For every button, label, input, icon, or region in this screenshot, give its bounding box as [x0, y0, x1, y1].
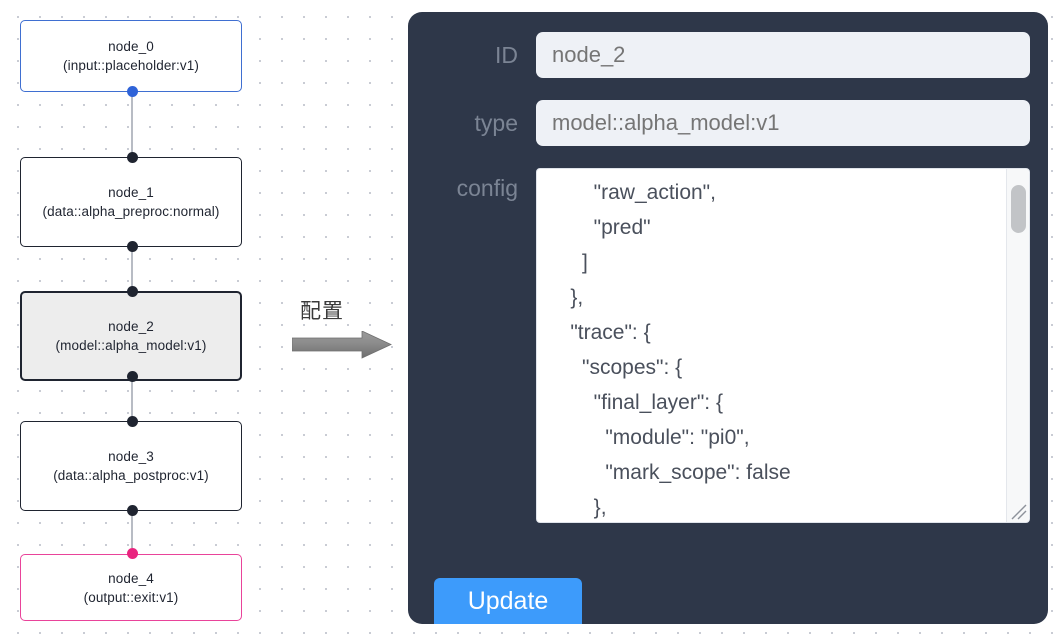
- node-subtitle: (data::alpha_preproc:normal): [42, 204, 220, 219]
- node-title: node_4: [108, 570, 154, 586]
- node-handle-node_4-target[interactable]: [126, 548, 138, 559]
- scrollbar-thumb[interactable]: [1011, 185, 1026, 233]
- node-title: node_1: [108, 185, 154, 200]
- edge-node3-node4: [131, 510, 133, 548]
- node-handle-node_1-target[interactable]: [126, 152, 138, 163]
- annotation-label: 配置: [300, 299, 344, 323]
- edge-node1-node2: [131, 246, 133, 292]
- right-arrow-icon: [292, 331, 392, 359]
- type-field-label: type: [474, 110, 518, 136]
- node-subtitle: (model::alpha_model:v1): [55, 338, 207, 353]
- type-input[interactable]: [536, 100, 1030, 146]
- edge-node0-node1: [131, 92, 133, 158]
- edge-node2-node3: [131, 376, 133, 420]
- id-input[interactable]: [536, 32, 1030, 78]
- node-graph: node_0 (input::placeholder:v1) node_1 (d…: [0, 0, 400, 643]
- id-field-label: ID: [495, 42, 518, 68]
- node-handle-node_3-source[interactable]: [126, 505, 138, 516]
- node-config-panel: ID type config "raw_action", "pred" ] },…: [408, 12, 1048, 624]
- node-subtitle: (input::placeholder:v1): [63, 58, 199, 73]
- node-handle-node_1-source[interactable]: [126, 241, 138, 252]
- type-field-row: type: [426, 100, 1030, 146]
- graph-node-node_0[interactable]: node_0 (input::placeholder:v1): [20, 20, 242, 92]
- node-handle-node_0-source[interactable]: [126, 86, 138, 97]
- node-subtitle: (output::exit:v1): [83, 589, 179, 605]
- annotation-arrow-group: 配置: [292, 295, 400, 365]
- node-handle-node_2-target[interactable]: [126, 286, 138, 297]
- graph-node-node_4[interactable]: node_4 (output::exit:v1): [20, 554, 242, 621]
- node-handle-node_2-source[interactable]: [126, 371, 138, 382]
- graph-node-node_2[interactable]: node_2 (model::alpha_model:v1): [20, 291, 242, 381]
- vertical-scrollbar[interactable]: [1006, 169, 1029, 522]
- node-title: node_3: [108, 449, 154, 464]
- node-handle-node_3-target[interactable]: [126, 416, 138, 427]
- config-field-label: config: [456, 175, 518, 201]
- id-field-row: ID: [426, 32, 1030, 78]
- config-field-row: config "raw_action", "pred" ] }, "trace"…: [426, 168, 1030, 523]
- update-button[interactable]: Update: [434, 578, 582, 624]
- config-textarea-wrap: "raw_action", "pred" ] }, "trace": { "sc…: [536, 168, 1030, 523]
- graph-node-node_3[interactable]: node_3 (data::alpha_postproc:v1): [20, 421, 242, 511]
- resize-handle-icon[interactable]: [1006, 499, 1028, 521]
- graph-node-node_1[interactable]: node_1 (data::alpha_preproc:normal): [20, 157, 242, 247]
- config-textarea[interactable]: "raw_action", "pred" ] }, "trace": { "sc…: [536, 168, 1030, 523]
- node-title: node_0: [108, 39, 154, 54]
- node-subtitle: (data::alpha_postproc:v1): [53, 468, 209, 483]
- node-title: node_2: [108, 319, 154, 334]
